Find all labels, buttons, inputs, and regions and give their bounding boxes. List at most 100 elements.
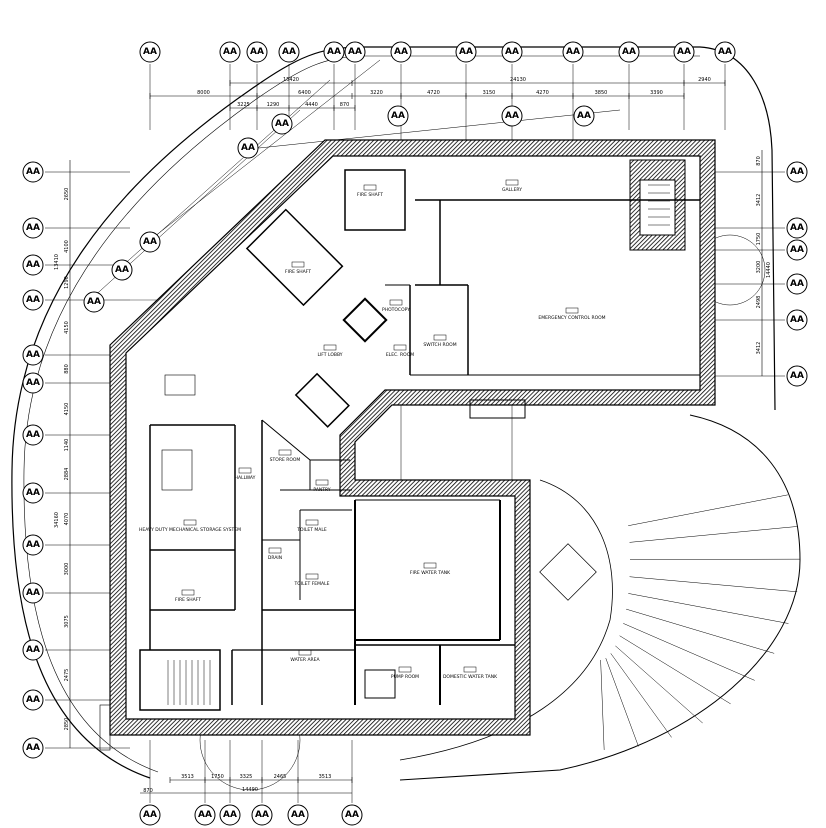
dimension-total: 13410	[54, 254, 60, 270]
grid-bubble-label: AA	[26, 167, 40, 177]
site-boundary-inner-line	[23, 55, 700, 773]
grid-bubble-label: AA	[223, 810, 237, 820]
canopy-inner-arc	[399, 479, 613, 761]
stair-diagonal	[294, 372, 350, 428]
canopy-feature	[539, 543, 597, 601]
grid-bubble	[22, 639, 44, 661]
room-tag	[305, 519, 319, 526]
grid-bubble-label: AA	[275, 119, 289, 129]
grid-bubble-label: AA	[250, 47, 264, 57]
canopy-rib	[615, 645, 703, 724]
grid-bubble-label: AA	[566, 47, 580, 57]
dimension-label: 1290	[64, 276, 70, 289]
grid-bubble	[219, 804, 241, 826]
grid-bubble-label: AA	[577, 111, 591, 121]
grid-bubble-label: AA	[459, 47, 473, 57]
grid-bubble	[22, 424, 44, 446]
room-tag	[315, 479, 329, 486]
dimension-label: 1140	[64, 439, 70, 452]
grid-bubble	[22, 344, 44, 366]
grid-bubble	[341, 804, 363, 826]
room-tag	[565, 307, 579, 314]
grid-bubble	[22, 482, 44, 504]
grid-bubble-label: AA	[26, 645, 40, 655]
grid-bubble-label: AA	[677, 47, 691, 57]
canopy-rib	[605, 658, 639, 747]
pump	[364, 669, 396, 699]
canopy-rib	[623, 623, 755, 681]
grid-bubble	[139, 41, 161, 63]
dimension-label: 3220	[370, 90, 383, 96]
grid-bubble-label: AA	[790, 223, 804, 233]
shelving	[161, 449, 193, 491]
room-tag	[363, 184, 377, 191]
dimension-label: 3412	[756, 194, 762, 207]
grid-bubble	[501, 105, 523, 127]
grid-bubble-label: AA	[143, 810, 157, 820]
dimension-label: 2475	[64, 669, 70, 682]
grid-bubble	[111, 259, 133, 281]
dimension-label: 6400	[298, 90, 311, 96]
grid-bubble-label: AA	[143, 237, 157, 247]
grid-line	[149, 59, 381, 241]
room-label-toilet-male: TOILET MALE	[296, 527, 327, 533]
room-tag	[393, 344, 407, 351]
grid-bubble-label: AA	[622, 47, 636, 57]
grid-bubble-label: AA	[26, 743, 40, 753]
room-tag	[278, 449, 292, 456]
grid-bubble	[323, 41, 345, 63]
grid-bubble	[22, 737, 44, 759]
dimension-label: 1750	[756, 233, 762, 246]
grid-bubble-label: AA	[790, 279, 804, 289]
fire-shaft-enclosure	[245, 208, 344, 307]
grid-bubble	[786, 273, 808, 295]
grid-bubble-label: AA	[345, 810, 359, 820]
grid-bubble-label: AA	[255, 810, 269, 820]
stair-core	[639, 179, 676, 236]
grid-bubble	[786, 161, 808, 183]
room-tag	[305, 573, 319, 580]
room-label-pantry: PANTRY	[313, 487, 330, 493]
room-label-store-room: STORE ROOM	[270, 457, 301, 463]
grid-bubble-label: AA	[223, 47, 237, 57]
grid-bubble-label: AA	[718, 47, 732, 57]
room-tag	[423, 562, 437, 569]
dimension-label: 3513	[181, 774, 194, 780]
grid-bubble-label: AA	[790, 371, 804, 381]
grid-bubble-label: AA	[198, 810, 212, 820]
dimension-total: 14440	[766, 262, 772, 278]
room-label-drain: DRAIN	[268, 555, 282, 561]
dimension-label: 870	[143, 788, 153, 794]
grid-bubble-label: AA	[26, 488, 40, 498]
site-boundary	[11, 46, 801, 791]
grid-bubble	[673, 41, 695, 63]
grid-line	[239, 109, 621, 151]
grid-bubble-label: AA	[282, 47, 296, 57]
grid-bubble	[22, 254, 44, 276]
grid-bubble-label: AA	[241, 143, 255, 153]
grid-bubble-label: AA	[394, 47, 408, 57]
louver	[469, 399, 526, 419]
room-label-fire-shaft-2: FIRE SHAFT	[285, 269, 311, 275]
dimension-label: 1290	[267, 102, 280, 108]
room-label-storage: HEAVY DUTY MECHANICAL STORAGE SYSTEM	[139, 527, 241, 533]
room-label-toilet-female: TOILET FEMALE	[294, 581, 330, 587]
room-tag	[505, 179, 519, 186]
grid-bubble	[786, 365, 808, 387]
dimension-label: 2650	[64, 188, 70, 201]
grid-bubble	[562, 41, 584, 63]
lift-shaft	[342, 297, 388, 343]
grid-bubble	[246, 41, 268, 63]
room-label-pump-room: PUMP ROOM	[391, 674, 419, 680]
grid-bubble-label: AA	[26, 430, 40, 440]
dimension-total: 14490	[242, 787, 258, 793]
grid-bubble-label: AA	[505, 47, 519, 57]
grid-bubble-label: AA	[87, 297, 101, 307]
canopy-rib	[629, 526, 797, 543]
dimension-total: 34160	[54, 512, 60, 528]
grid-bubble-label: AA	[26, 588, 40, 598]
grid-bubble	[194, 804, 216, 826]
grid-bubble	[618, 41, 640, 63]
grid-bubble	[390, 41, 412, 63]
canopy-rib	[610, 653, 672, 738]
